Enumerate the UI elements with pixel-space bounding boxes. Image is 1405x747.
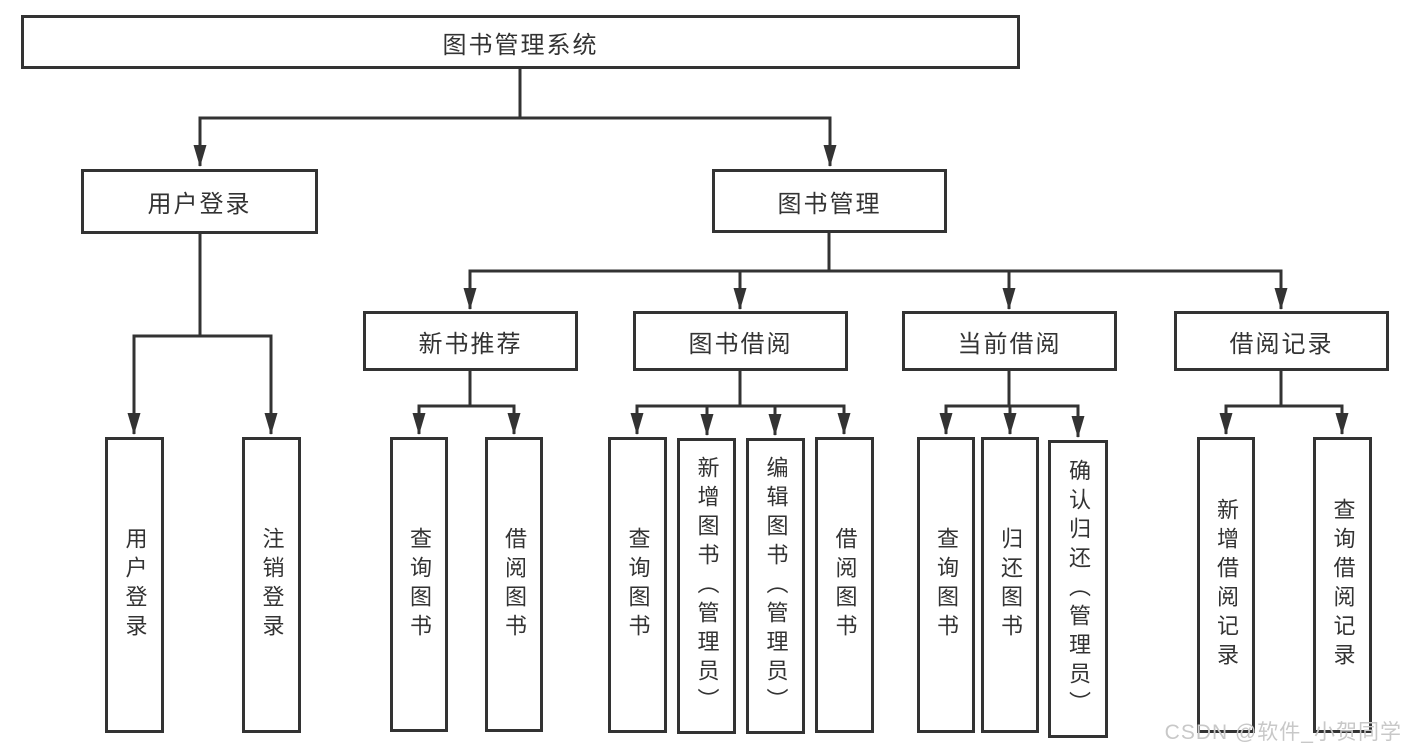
node-book-borrow: 图书借阅	[633, 311, 848, 371]
leaf-borrow-query-books: 查询图书	[608, 437, 667, 733]
leaf-records-query-record: 查询借阅记录	[1313, 437, 1372, 733]
leaf-recommend-query-books: 查询图书	[390, 437, 448, 732]
node-book-management-label: 图书管理	[777, 190, 882, 218]
leaf-logout-label: 注销登录	[259, 527, 285, 643]
leaf-borrow-add-books-admin-label: 新增图书（管理员）	[694, 455, 720, 717]
node-user-login: 用户登录	[81, 169, 318, 234]
leaf-borrow-edit-books-admin: 编辑图书（管理员）	[746, 438, 805, 734]
node-borrow-records: 借阅记录	[1174, 311, 1389, 371]
leaf-current-return-books: 归还图书	[981, 437, 1039, 733]
leaf-borrow-query-books-label: 查询图书	[625, 527, 651, 643]
node-new-book-recommend-label: 新书推荐	[418, 330, 523, 358]
leaf-borrow-borrow-books: 借阅图书	[815, 437, 874, 733]
leaf-user-login: 用户登录	[105, 437, 164, 733]
node-book-management: 图书管理	[712, 169, 947, 233]
node-book-borrow-label: 图书借阅	[688, 330, 793, 358]
leaf-recommend-borrow-books: 借阅图书	[485, 437, 543, 732]
connector-group	[127, 69, 1349, 438]
leaf-current-confirm-return-admin: 确认归还（管理员）	[1048, 440, 1108, 738]
leaf-current-query-books-label: 查询图书	[934, 527, 959, 643]
leaf-borrow-add-books-admin: 新增图书（管理员）	[677, 438, 736, 734]
leaf-logout: 注销登录	[242, 437, 301, 733]
leaf-user-login-label: 用户登录	[122, 527, 148, 643]
leaf-current-return-books-label: 归还图书	[998, 527, 1023, 643]
csdn-watermark: CSDN @软件_小贺同学	[1164, 721, 1402, 744]
leaf-borrow-edit-books-admin-label: 编辑图书（管理员）	[763, 455, 789, 717]
leaf-records-query-record-label: 查询借阅记录	[1330, 498, 1356, 672]
leaf-current-confirm-return-admin-label: 确认归还（管理员）	[1066, 458, 1091, 720]
leaf-recommend-query-books-label: 查询图书	[407, 526, 432, 643]
node-root-system: 图书管理系统	[21, 15, 1020, 69]
leaf-records-add-record-label: 新增借阅记录	[1214, 498, 1239, 672]
leaf-recommend-borrow-books-label: 借阅图书	[502, 526, 527, 643]
node-borrow-records-label: 借阅记录	[1229, 330, 1334, 358]
leaf-current-query-books: 查询图书	[917, 437, 975, 733]
node-current-borrow: 当前借阅	[902, 311, 1117, 371]
leaf-borrow-borrow-books-label: 借阅图书	[832, 527, 858, 643]
node-new-book-recommend: 新书推荐	[363, 311, 578, 371]
node-user-login-label: 用户登录	[147, 191, 252, 218]
leaf-records-add-record: 新增借阅记录	[1197, 437, 1255, 733]
node-root-system-label: 图书管理系统	[442, 31, 599, 59]
node-current-borrow-label: 当前借阅	[957, 330, 1062, 358]
